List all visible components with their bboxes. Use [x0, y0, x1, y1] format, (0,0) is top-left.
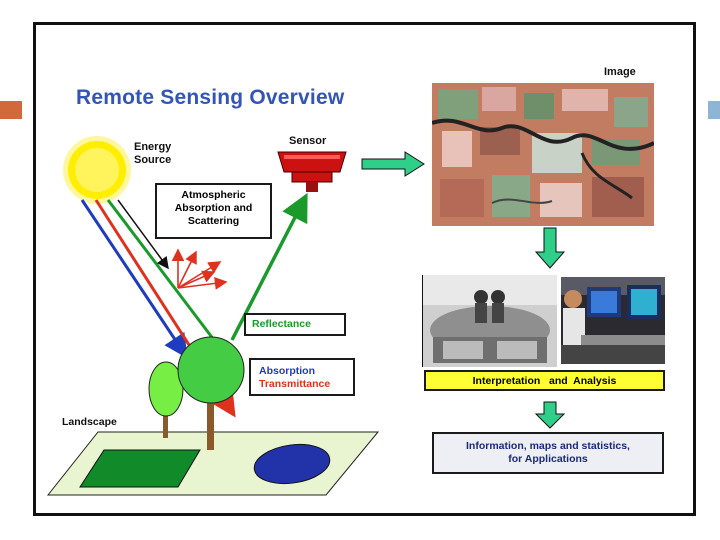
reflectance-box: Reflectance [244, 313, 346, 336]
information-line2: for Applications [508, 453, 588, 465]
sensor-label: Sensor [289, 135, 327, 147]
absorption-label: Absorption [259, 365, 315, 377]
slide-accent-left [0, 101, 22, 119]
atmospheric-line1: Atmospheric [181, 189, 246, 201]
atmospheric-box: Atmospheric Absorption and Scattering [155, 183, 272, 239]
slide-accent-right [708, 101, 720, 119]
sensor-icon [277, 151, 347, 192]
analysis-photo-workstation [561, 277, 665, 364]
analysis-photo-grayscale [422, 275, 557, 367]
energy-source-line1: Energy [134, 141, 172, 153]
arrow-image-to-analysis [534, 227, 566, 269]
page-title: Remote Sensing Overview [76, 86, 345, 109]
arrow-sensor-to-image [361, 151, 425, 177]
ray-blue [80, 199, 188, 359]
image-label: Image [604, 66, 636, 78]
energy-source-label: Energy Source [134, 141, 171, 167]
landscape-label: Landscape [62, 416, 117, 428]
reflectance-label: Reflectance [252, 318, 311, 330]
energy-source-line2: Source [134, 154, 172, 166]
ray-green [106, 199, 216, 341]
interpretation-label: Interpretation and Analysis [472, 375, 617, 387]
tree-small [148, 361, 184, 438]
sun-icon [63, 136, 131, 204]
scattering-arrows [171, 248, 228, 290]
green-field-plot [79, 449, 201, 488]
information-box: Information, maps and statistics, for Ap… [432, 432, 664, 474]
satellite-image [432, 83, 654, 226]
transmittance-label: Transmittance [259, 378, 331, 390]
atmospheric-line2: Absorption and [174, 202, 253, 214]
interpretation-box: Interpretation and Analysis [424, 370, 665, 391]
atmospheric-line3: Scattering [187, 215, 240, 227]
absorption-box: Absorption Transmittance [249, 358, 355, 396]
information-line1: Information, maps and statistics, [466, 440, 630, 452]
lake-shape [253, 443, 331, 485]
ray-black [117, 199, 169, 270]
arrow-analysis-to-information [534, 401, 566, 429]
tree-large [177, 336, 245, 450]
